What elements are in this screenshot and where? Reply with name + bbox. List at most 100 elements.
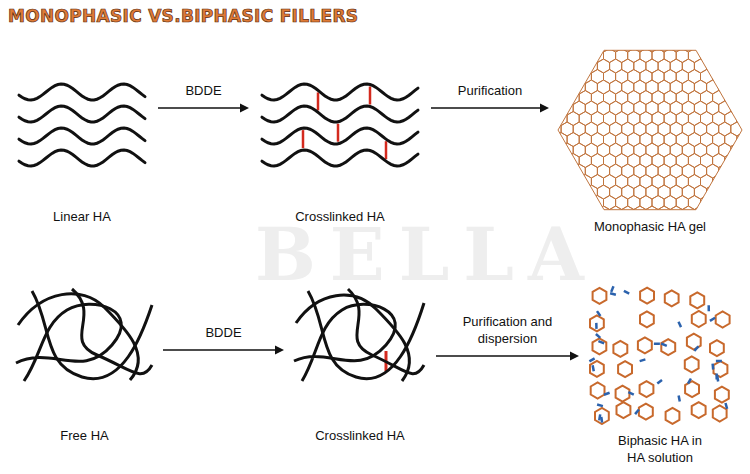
gel-cell xyxy=(682,206,694,215)
gel-cell xyxy=(567,175,579,189)
gel-cell xyxy=(731,80,743,94)
gel-particle xyxy=(590,361,604,377)
gel-particle xyxy=(665,290,679,306)
gel-cell xyxy=(610,45,622,52)
gel-cell xyxy=(646,206,658,215)
gel-cell xyxy=(561,59,573,73)
gel-cell xyxy=(719,164,731,178)
gel-cell xyxy=(658,45,670,52)
free-ha-fragment xyxy=(611,286,613,292)
process-arrow xyxy=(436,352,579,361)
free-ha-fragment xyxy=(604,393,610,395)
gel-cell xyxy=(725,49,737,63)
gel-cell xyxy=(694,206,706,215)
figure-caption: Linear HA xyxy=(53,209,111,226)
gel-particle xyxy=(666,408,680,424)
gel-particle xyxy=(640,288,654,304)
gel-cell xyxy=(561,206,573,215)
free-ha-fragment xyxy=(635,410,639,415)
free-ha-fragment xyxy=(726,403,728,409)
free-ha-fragment xyxy=(654,342,660,345)
ha-chain xyxy=(16,304,121,381)
gel-cell xyxy=(573,206,585,215)
gel-cell xyxy=(622,45,634,52)
arrow-shaft xyxy=(158,107,241,109)
gel-particle xyxy=(685,381,699,397)
ha-chain xyxy=(262,150,418,166)
free-ha-fragment xyxy=(716,376,719,382)
gel-particle xyxy=(616,386,630,402)
gel-cell xyxy=(743,164,745,178)
gel-particle xyxy=(590,315,604,331)
gel-cell xyxy=(561,80,573,94)
crosslink xyxy=(336,124,339,142)
gel-cell xyxy=(555,59,561,73)
gel-cell xyxy=(555,91,567,105)
gel-cell xyxy=(713,196,725,210)
gel-cell xyxy=(585,45,597,52)
figure-caption: Crosslinked HA xyxy=(315,428,405,445)
gel-cell xyxy=(555,154,567,168)
gel-cell xyxy=(670,206,682,215)
gel-particle xyxy=(713,406,727,422)
gel-cell xyxy=(555,143,561,157)
free-ha-fragment xyxy=(593,365,594,371)
ha-chain xyxy=(19,84,145,100)
figure-caption: Biphasic HA in HA solution xyxy=(608,433,712,467)
figure-node: Crosslinked HA xyxy=(255,78,425,226)
gel-cell xyxy=(585,206,597,215)
free-ha-fragment xyxy=(711,364,714,370)
gel-particle xyxy=(638,337,652,353)
arrow-head xyxy=(570,352,579,361)
gel-particle xyxy=(692,402,706,418)
gel-particle xyxy=(685,356,699,372)
gel-cell xyxy=(567,196,579,210)
crosslinked-ha-figure xyxy=(290,285,430,390)
crosslink xyxy=(384,141,387,159)
gel-cell xyxy=(701,196,713,210)
watermark: BELLA xyxy=(255,212,598,297)
gel-cell xyxy=(743,80,745,94)
gel-cell xyxy=(573,59,585,73)
gel-cell xyxy=(737,91,745,105)
gel-cell xyxy=(682,45,694,52)
free-ha-fragment xyxy=(597,405,603,407)
figure-node: Crosslinked HA xyxy=(290,285,430,445)
free-ha-fragment xyxy=(628,392,634,395)
gel-particle xyxy=(710,340,724,356)
biphasic-particles xyxy=(585,285,735,425)
gel-cell xyxy=(731,59,743,73)
figure-node: Monophasic HA gel xyxy=(555,45,745,236)
free-ha-fragment xyxy=(610,293,616,295)
gel-cell xyxy=(555,101,561,115)
ha-chain xyxy=(262,128,418,144)
gel-cell xyxy=(561,164,573,178)
gel-cell xyxy=(555,196,567,210)
gel-cell xyxy=(731,185,743,199)
crosslink xyxy=(368,87,371,105)
gel-particle xyxy=(716,312,730,328)
arrow-label: BDDE xyxy=(203,325,243,342)
figure-caption: Monophasic HA gel xyxy=(594,219,706,236)
gel-cell xyxy=(555,175,567,189)
honeycomb-gel xyxy=(555,45,745,215)
gel-particle xyxy=(640,381,654,397)
gel-cell xyxy=(573,185,585,199)
free-ha-fragment xyxy=(657,380,662,384)
free-ha-fragment xyxy=(596,334,600,338)
figure-caption: Crosslinked HA xyxy=(295,209,385,226)
gel-cell xyxy=(567,49,579,63)
gel-cell xyxy=(555,185,561,199)
free-ha-fragment xyxy=(679,396,680,402)
gel-outline xyxy=(558,50,742,209)
free-ha-fragment xyxy=(710,318,715,321)
gel-cell xyxy=(555,206,561,215)
gel-cell xyxy=(743,59,745,73)
gel-particle xyxy=(715,387,729,403)
gel-cell xyxy=(597,206,609,215)
arrow-shaft xyxy=(163,349,276,351)
process-arrow xyxy=(158,104,249,113)
gel-cell xyxy=(561,45,573,52)
process-arrow xyxy=(431,104,549,113)
gel-cell xyxy=(737,175,745,189)
